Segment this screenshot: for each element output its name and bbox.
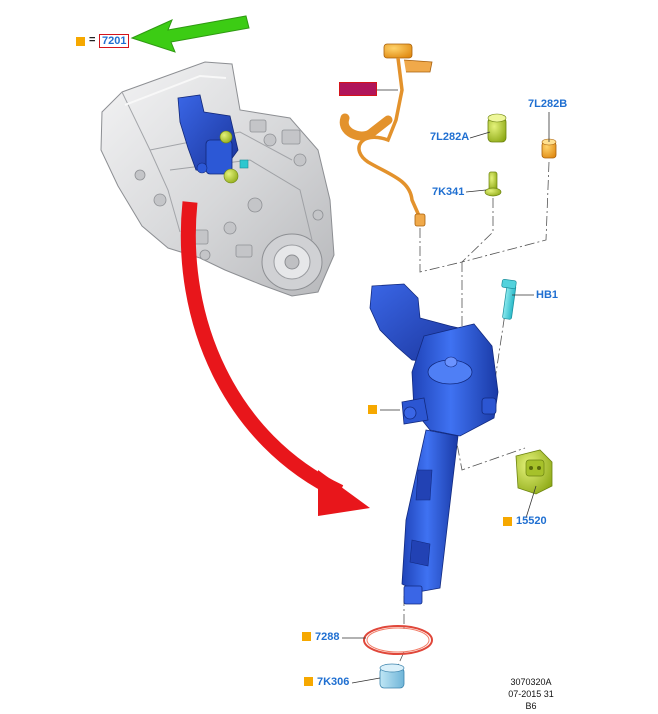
callout-hb1[interactable]: HB1 <box>536 289 559 301</box>
callout-7201[interactable]: 7201 <box>99 34 130 48</box>
callout-7k341[interactable]: 7K341 <box>432 186 465 198</box>
plug-7l282a <box>487 113 507 143</box>
seal-7k306 <box>379 663 405 689</box>
red-curved-arrow-icon <box>180 201 370 516</box>
callout-7a246[interactable]: 7A246 <box>339 82 378 96</box>
switch-15520 <box>515 449 553 495</box>
reference-section: B6 <box>525 701 537 711</box>
reference-code: 3070320A <box>510 677 552 687</box>
gear-shift-actuator <box>369 283 499 605</box>
callout-7288[interactable]: 7288 <box>315 631 340 643</box>
callout-15520[interactable]: 15520 <box>516 515 547 527</box>
legend-square-icon <box>76 37 85 46</box>
oring-7288 <box>363 625 433 655</box>
marker-7k306 <box>304 677 313 686</box>
callout-7k306[interactable]: 7K306 <box>317 676 350 688</box>
pin-7k341 <box>484 171 502 197</box>
callout-7l282a[interactable]: 7L282A <box>430 131 470 143</box>
marker-actuator <box>368 405 377 414</box>
marker-7288 <box>302 632 311 641</box>
bolt-hb1 <box>501 278 517 320</box>
reference-date: 07-2015 31 <box>508 689 554 699</box>
callout-7l282b[interactable]: 7L282B <box>528 98 568 110</box>
legend-equals: = <box>89 34 96 46</box>
transmission-housing <box>100 61 335 297</box>
wiring-harness <box>339 43 433 227</box>
green-arrow-icon <box>130 15 250 53</box>
leader-lines <box>342 89 550 684</box>
marker-15520 <box>503 517 512 526</box>
